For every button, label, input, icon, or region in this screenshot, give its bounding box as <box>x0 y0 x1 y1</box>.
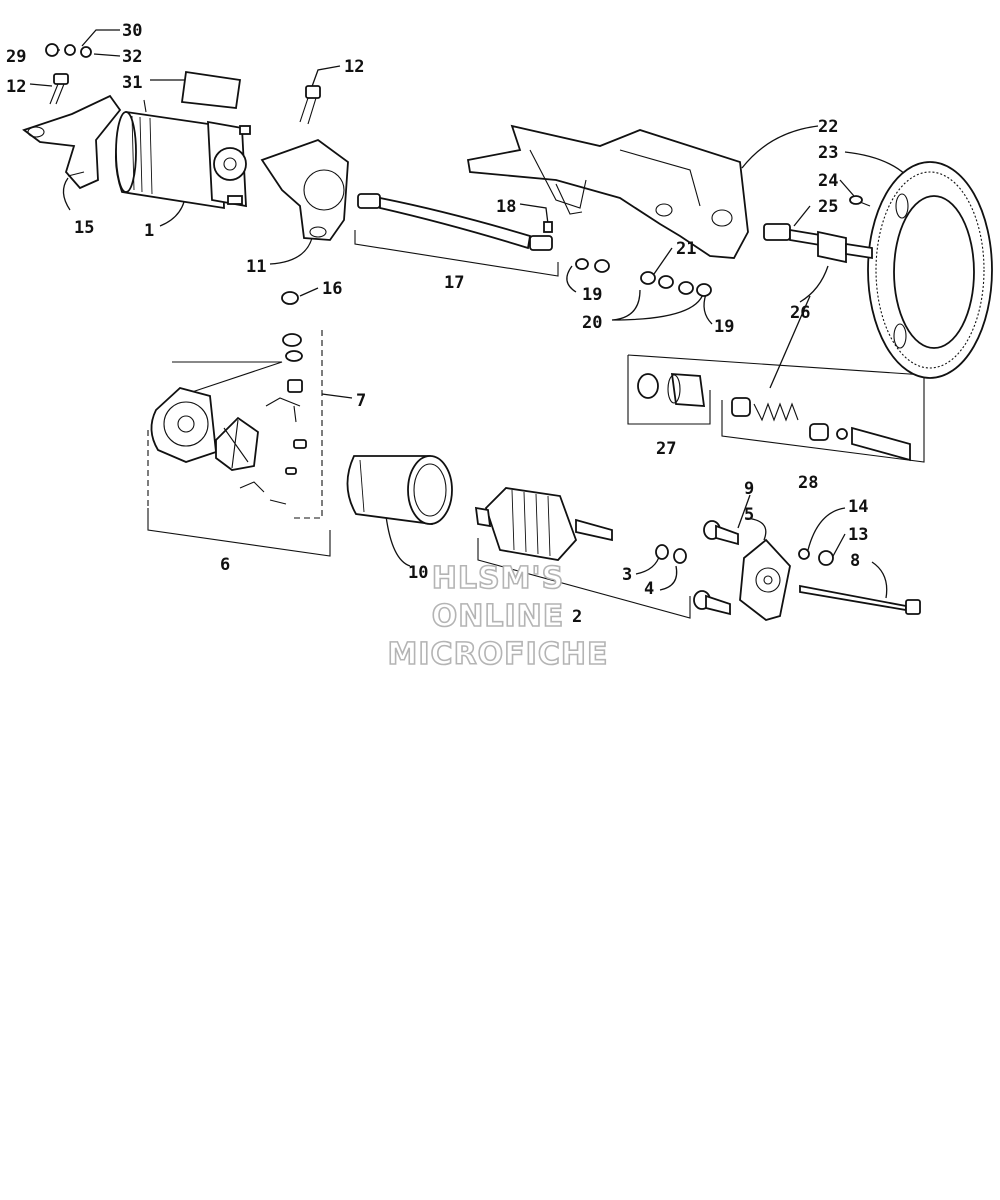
callout-21: 21 <box>676 239 696 259</box>
callout-27: 27 <box>656 439 676 459</box>
callout-5: 5 <box>744 505 754 525</box>
terminal-hardware-7 <box>239 333 307 505</box>
callout-10: 10 <box>408 563 428 583</box>
end-cap-6 <box>150 387 259 471</box>
parts <box>22 43 993 621</box>
yoke-10 <box>346 455 453 525</box>
group-brackets <box>147 230 925 619</box>
callout-22: 22 <box>818 117 838 137</box>
callout-2: 2 <box>572 607 582 627</box>
callout-19-right: 19 <box>714 317 734 337</box>
callout-19-left: 19 <box>582 285 602 305</box>
nut-13 <box>818 550 834 566</box>
callout-8: 8 <box>850 551 860 571</box>
callout-16: 16 <box>322 279 342 299</box>
callout-6: 6 <box>220 555 230 575</box>
starter-motor-1 <box>115 99 251 210</box>
armature-2 <box>474 487 613 561</box>
callout-23: 23 <box>818 143 838 163</box>
through-bolt-8 <box>799 584 921 615</box>
spring-28 <box>731 397 911 462</box>
callout-labels: 30 29 32 12 31 12 15 1 11 17 18 19 20 21… <box>6 21 868 627</box>
watermark-line-2: ONLINE <box>432 599 565 634</box>
washer-29-30-32 <box>45 43 92 58</box>
ring-gear-23 <box>867 161 993 379</box>
clip-18 <box>543 221 553 233</box>
decal-31 <box>180 70 242 109</box>
shaft-25-26 <box>763 223 873 264</box>
watermark: HLSM'S ONLINE MICROFICHE <box>387 560 609 673</box>
bolt-12-top <box>299 85 321 125</box>
callout-7: 7 <box>356 391 366 411</box>
callout-9: 9 <box>744 479 754 499</box>
callout-30: 30 <box>122 21 142 41</box>
washers-3-4 <box>655 544 687 564</box>
callout-20: 20 <box>582 313 602 333</box>
callout-11: 11 <box>246 257 266 277</box>
cable-17 <box>357 193 553 251</box>
housing-22 <box>466 124 749 259</box>
callout-18: 18 <box>496 197 516 217</box>
pinion-27 <box>637 373 706 407</box>
callout-29: 29 <box>6 47 26 67</box>
bolt-12-left <box>49 73 69 105</box>
callout-28: 28 <box>798 473 818 493</box>
callout-14: 14 <box>848 497 868 517</box>
watermark-line-1: HLSM'S <box>432 561 564 596</box>
bracket-15 <box>22 94 122 190</box>
callout-25: 25 <box>818 197 838 217</box>
callout-13: 13 <box>848 525 868 545</box>
callout-12-top: 12 <box>344 57 364 77</box>
nut-16 <box>281 291 299 305</box>
washer-14 <box>798 548 810 560</box>
bracket-11 <box>260 138 349 241</box>
callout-4: 4 <box>644 579 654 599</box>
callout-15: 15 <box>74 218 94 238</box>
leader-lines <box>29 29 919 599</box>
screw-24 <box>849 195 871 207</box>
washers-19-20-21 <box>575 258 712 297</box>
callout-32: 32 <box>122 47 142 67</box>
end-plate-5 <box>739 538 791 621</box>
callout-1: 1 <box>144 221 154 241</box>
watermark-line-3: MICROFICHE <box>388 637 609 672</box>
callout-24: 24 <box>818 171 838 191</box>
callout-26: 26 <box>790 303 810 323</box>
callout-3: 3 <box>622 565 632 585</box>
screws-9 <box>693 520 739 616</box>
callout-12-left: 12 <box>6 77 26 97</box>
callout-31: 31 <box>122 73 142 93</box>
callout-17: 17 <box>444 273 464 293</box>
